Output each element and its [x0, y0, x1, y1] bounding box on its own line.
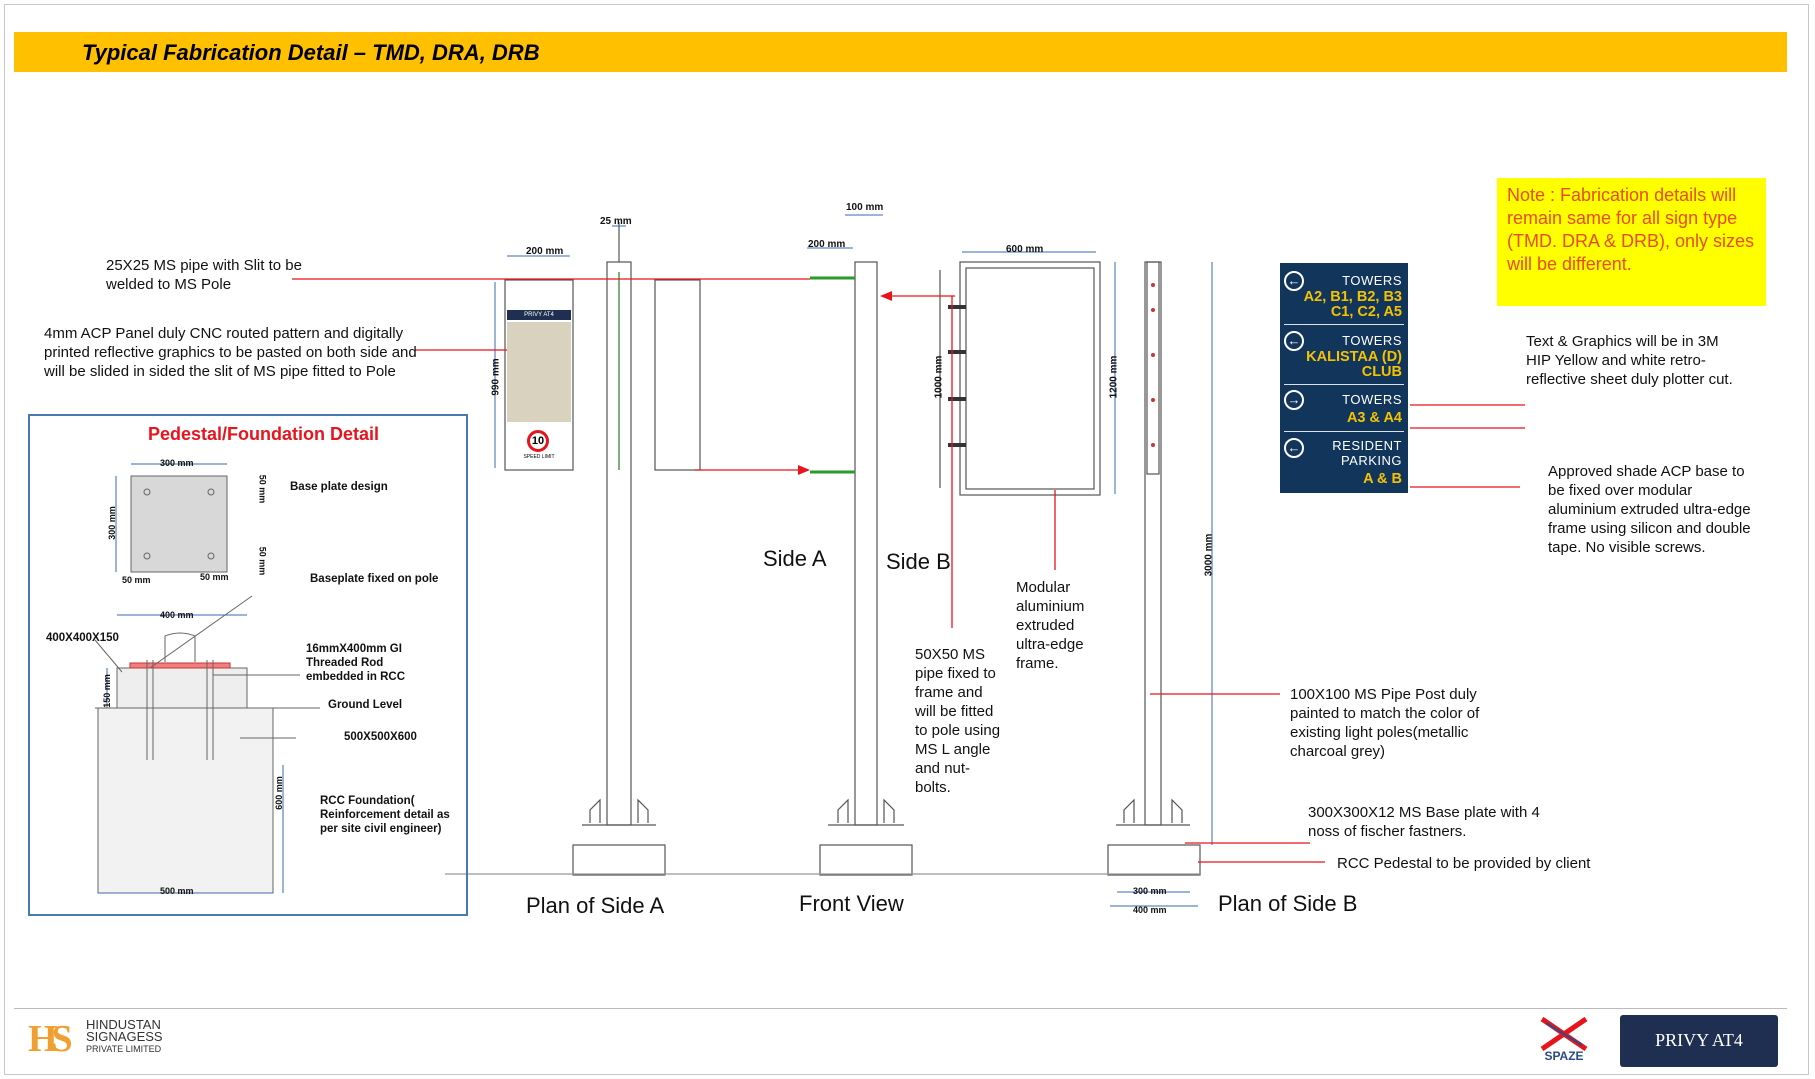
sign-row-dest: KALISTAA (D) CLUB — [1306, 349, 1402, 380]
pedestal-side-b — [1107, 844, 1201, 876]
speed-limit-icon: 10 — [527, 430, 549, 452]
dim-150: 150 mm — [101, 674, 112, 708]
dim-990: 990 mm — [490, 358, 502, 396]
acp-panel — [504, 279, 574, 471]
company-name: HINDUSTAN SIGNAGESS PRIVATE LIMITED — [86, 1017, 163, 1055]
foundation-detail-panel: Pedestal/Foundation Detail Base plate de… — [28, 414, 468, 916]
dim-1200: 1200 mm — [1108, 355, 1120, 399]
dim-300-side: 300 mm — [106, 506, 117, 540]
sign-row-sub: TOWERS — [1342, 333, 1402, 348]
callout-text-graphics: Text & Graphics will be in 3M HIP Yellow… — [1526, 333, 1733, 388]
dim-200-b: 200 mm — [808, 239, 846, 250]
panel-pattern — [507, 322, 571, 422]
arrow-left-icon: ← — [1284, 271, 1304, 291]
dim-300-base: 300 mm — [1133, 886, 1167, 896]
label-plan-side-a: Plan of Side A — [526, 893, 665, 918]
spaze-label: SPAZE — [1544, 1049, 1584, 1063]
label-front-view: Front View — [799, 891, 904, 916]
size-500-label: 500X500X600 — [344, 731, 417, 743]
label-side-a: Side A — [763, 546, 827, 571]
sign-row: ← TOWERS KALISTAA (D) CLUB — [1280, 327, 1408, 383]
sign-divider — [1284, 431, 1404, 432]
sign-divider — [1284, 384, 1404, 385]
callout-pipe-post: 100X100 MS Pipe Post duly painted to mat… — [1290, 686, 1480, 760]
pedestal-side-a — [572, 844, 666, 876]
arrow-right-icon: → — [1284, 390, 1304, 410]
hindustan-signagess-logo: HS HINDUSTAN SIGNAGESS PRIVATE LIMITED — [28, 1017, 188, 1061]
company-line-2: SIGNAGESS — [86, 1029, 163, 1044]
dim-600: 600 mm — [1006, 244, 1044, 255]
note-text: Note : Fabrication details will remain s… — [1507, 185, 1755, 274]
label-plan-side-b: Plan of Side B — [1218, 891, 1358, 916]
privy-at4-logo: PRIVY AT4 — [1620, 1015, 1778, 1067]
foundation-title: Pedestal/Foundation Detail — [148, 424, 380, 444]
sign-row: ← RESIDENT PARKING A & B — [1280, 434, 1408, 492]
pedestal-front — [819, 844, 913, 876]
sign-row-dest: A2, B1, B2, B3 C1, C2, A5 — [1303, 289, 1402, 320]
ground-level-label: Ground Level — [328, 699, 403, 711]
dim-50-a: 50 mm — [122, 575, 151, 585]
rcc-foundation-label: RCC Foundation( Reinforcement detail as … — [320, 795, 450, 835]
threaded-rod-label: 16mmX400mm GI Threaded Rod embedded in R… — [306, 643, 406, 683]
sign-row: → TOWERS A3 & A4 — [1280, 387, 1408, 429]
dim-25: 25 mm — [600, 216, 632, 227]
sign-row-dest: A3 & A4 — [1346, 410, 1402, 426]
callout-ms-pipe-frame: 50X50 MS pipe fixed to frame and will be… — [915, 646, 1001, 796]
dim-100-top: 100 mm — [846, 202, 884, 213]
dim-200-a: 200 mm — [526, 246, 564, 257]
label-side-b: Side B — [886, 549, 951, 574]
sign-row-sub: TOWERS — [1342, 392, 1402, 407]
acp-panel-graphic: PRIVY AT4 10 SPEED LIMIT — [507, 282, 571, 468]
page-title: Typical Fabrication Detail – TMD, DRA, D… — [82, 40, 540, 65]
sign-row-sub: RESIDENT PARKING — [1332, 438, 1402, 468]
company-line-3: PRIVATE LIMITED — [86, 1044, 162, 1054]
callout-base-plate: 300X300X12 MS Base plate with 4 noss of … — [1308, 804, 1540, 840]
dim-50-c: 50 mm — [257, 474, 268, 504]
sign-divider — [1284, 324, 1404, 325]
dim-1000: 1000 mm — [933, 355, 945, 399]
baseplate-fixed-label: Baseplate fixed on pole — [310, 573, 439, 585]
dim-500: 500 mm — [160, 886, 194, 896]
pole-front — [854, 261, 878, 826]
speed-limit-label: SPEED LIMIT — [523, 454, 555, 460]
sign-row-sub: TOWERS — [1342, 273, 1402, 288]
privy-label: PRIVY AT4 — [1655, 1030, 1743, 1050]
dim-300-top: 300 mm — [160, 458, 194, 468]
panel-brand-strip: PRIVY AT4 — [507, 310, 571, 320]
dim-50-d: 50 mm — [257, 546, 268, 576]
dim-600-found: 600 mm — [273, 776, 284, 810]
dim-50-b: 50 mm — [200, 572, 229, 582]
company-line-1: HINDUSTAN — [86, 1017, 161, 1032]
arrow-left-icon: ← — [1284, 331, 1304, 351]
sign-row-dest: A & B — [1363, 471, 1402, 487]
rcc-foundation — [97, 707, 274, 894]
base-plate-design-label: Base plate design — [290, 481, 388, 493]
note-box: Note : Fabrication details will remain s… — [1497, 178, 1766, 306]
hs-mark-icon: HS — [28, 1018, 73, 1060]
callout-acp-base: Approved shade ACP base to be fixed over… — [1548, 463, 1751, 556]
base-plate-design — [130, 475, 228, 573]
modular-frame — [959, 261, 1101, 496]
title-bar: Typical Fabrication Detail – TMD, DRA, D… — [14, 32, 1787, 72]
callout-acp-panel: 4mm ACP Panel duly CNC routed pattern an… — [44, 325, 417, 380]
sign-row: ← TOWERS A2, B1, B2, B3 C1, C2, A5 — [1280, 267, 1408, 323]
callout-ms-pipe-slit: 25X25 MS pipe with Slit to be welded to … — [106, 257, 302, 293]
arrow-left-icon: ← — [1284, 438, 1304, 458]
directional-sign: ← TOWERS A2, B1, B2, B3 C1, C2, A5 ← TOW… — [1280, 263, 1408, 493]
spaze-mark-icon — [1540, 1016, 1588, 1052]
spaze-logo: SPAZE — [1534, 1015, 1594, 1065]
page-frame — [4, 4, 1809, 1075]
callout-modular-frame: Modular aluminium extruded ultra-edge fr… — [1016, 579, 1085, 672]
callout-rcc-pedestal: RCC Pedestal to be provided by client — [1337, 855, 1591, 872]
dim-3000: 3000 mm — [1203, 533, 1215, 577]
size-400-label: 400X400X150 — [46, 632, 119, 644]
footer-divider — [14, 1008, 1787, 1009]
dim-400-base: 400 mm — [1133, 905, 1167, 915]
dim-400: 400 mm — [160, 610, 194, 620]
side-panel — [654, 279, 701, 471]
